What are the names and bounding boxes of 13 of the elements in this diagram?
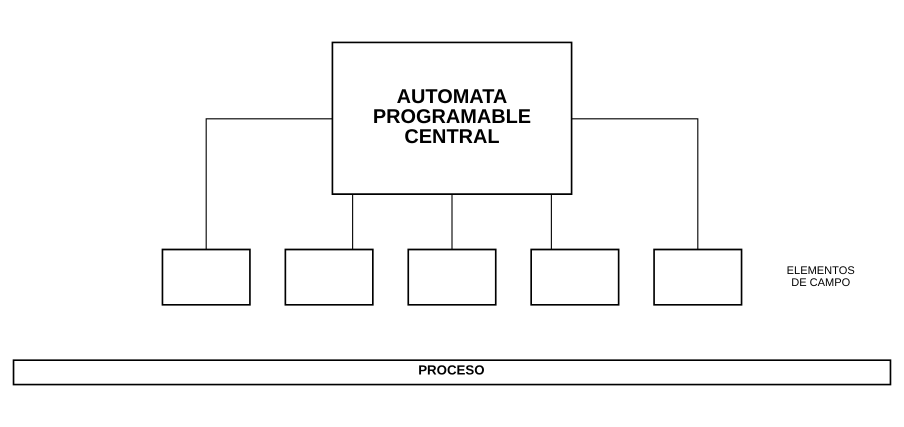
node-box — [407, 248, 497, 306]
connector — [352, 194, 354, 250]
node-box — [162, 248, 251, 306]
node-box — [284, 248, 374, 306]
node-box — [653, 248, 742, 306]
node-box: AUTOMATA PROGRAMABLE CENTRAL — [332, 42, 572, 195]
connector — [451, 194, 453, 250]
connector — [206, 118, 332, 250]
connector — [550, 194, 552, 250]
connector — [572, 118, 698, 250]
node-box — [530, 248, 620, 306]
node-box: PROCESO — [12, 359, 892, 386]
label: ELEMENTOS DE CAMPO — [786, 264, 855, 290]
